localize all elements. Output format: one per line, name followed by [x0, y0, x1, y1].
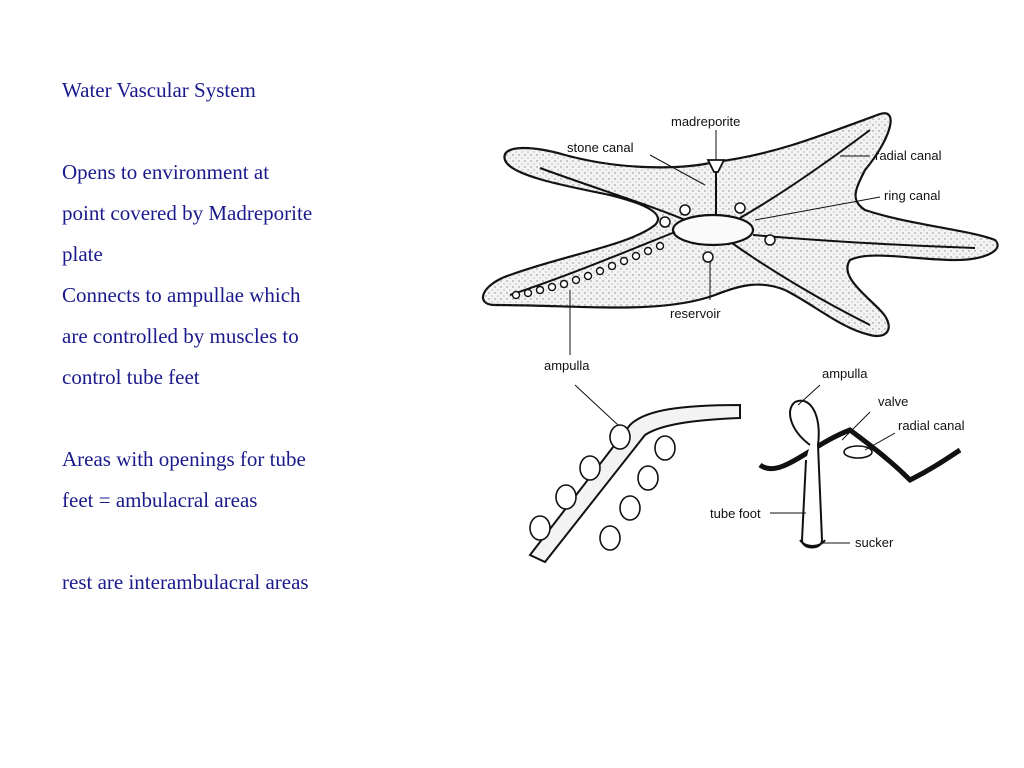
ampullae-detail-illustration [528, 403, 741, 564]
label-reservoir: reservoir [670, 306, 721, 321]
radial-canal-left [509, 231, 676, 296]
radial-canal-section [843, 445, 873, 459]
label-radial-canal-detail: radial canal [898, 418, 965, 433]
radial-canal-right [752, 234, 976, 249]
reservoir-bulb [702, 251, 714, 263]
sucker-shape [799, 539, 826, 547]
slide-title: Water Vascular System [62, 78, 256, 102]
text-line: feet = ambulacral areas [62, 488, 258, 512]
text-line: Areas with openings for tube [62, 447, 306, 471]
label-ampulla: ampulla [822, 366, 868, 381]
madreporite-shape [706, 159, 726, 173]
water-vascular-diagram: madreporite stone canal radial canal rin… [470, 100, 1010, 570]
label-radial-canal: radial canal [875, 148, 942, 163]
label-madreporite: madreporite [671, 114, 740, 129]
text-line: Opens to environment at [62, 160, 270, 184]
reservoir-bulb [764, 234, 776, 246]
radial-canal-upper-left [539, 167, 686, 221]
spacer [62, 398, 442, 439]
starfish-illustration [482, 112, 999, 338]
reservoir-bulb [679, 204, 691, 216]
label-valve: valve [878, 394, 908, 409]
diagram-svg: madreporite stone canal radial canal rin… [482, 112, 999, 564]
label-stone-canal: stone canal [567, 140, 634, 155]
tube-foot-shape [789, 399, 824, 549]
ampullae-row [511, 241, 665, 300]
label-ampulla: ampulla [544, 358, 590, 373]
text-line: point covered by Madreporite [62, 201, 313, 225]
reservoir-bulb [734, 202, 746, 214]
radial-canal-branch [528, 403, 741, 564]
label-ring-canal: ring canal [884, 188, 940, 203]
radial-canal-upper-right [739, 129, 871, 219]
text-line: rest are interambulacral areas [62, 570, 309, 594]
ring-canal-shape [671, 213, 755, 247]
label-tube-foot: tube foot [710, 506, 761, 521]
body-wall [758, 427, 962, 484]
ampulla-bulbs [529, 424, 676, 551]
text-line: plate [62, 242, 103, 266]
tube-foot-detail-illustration [758, 399, 962, 549]
radial-canal-lower-right [731, 242, 871, 326]
text-line: are controlled by muscles to [62, 324, 299, 348]
text-line: control tube feet [62, 365, 200, 389]
label-sucker: sucker [855, 535, 894, 550]
text-line: Connects to ampullae which [62, 283, 301, 307]
leader-lines [569, 130, 896, 544]
slide-text: Water Vascular System Opens to environme… [62, 70, 442, 603]
spacer [62, 521, 442, 562]
reservoir-bulb [659, 216, 671, 228]
